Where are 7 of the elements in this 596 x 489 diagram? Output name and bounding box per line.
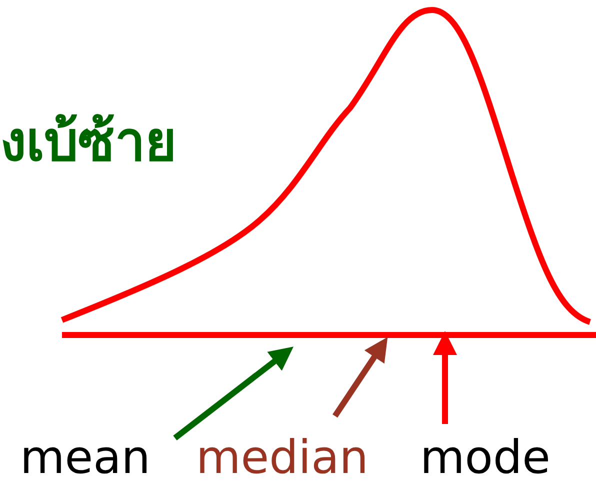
leader-arrow xyxy=(173,346,294,440)
measure-label: median xyxy=(196,434,368,480)
heading-text: งเบ้ซ้าย xyxy=(0,115,177,169)
leader-arrow xyxy=(433,331,457,424)
leader-arrow xyxy=(332,337,388,418)
measure-label: mode xyxy=(420,434,550,480)
measure-label: mean xyxy=(20,434,150,480)
